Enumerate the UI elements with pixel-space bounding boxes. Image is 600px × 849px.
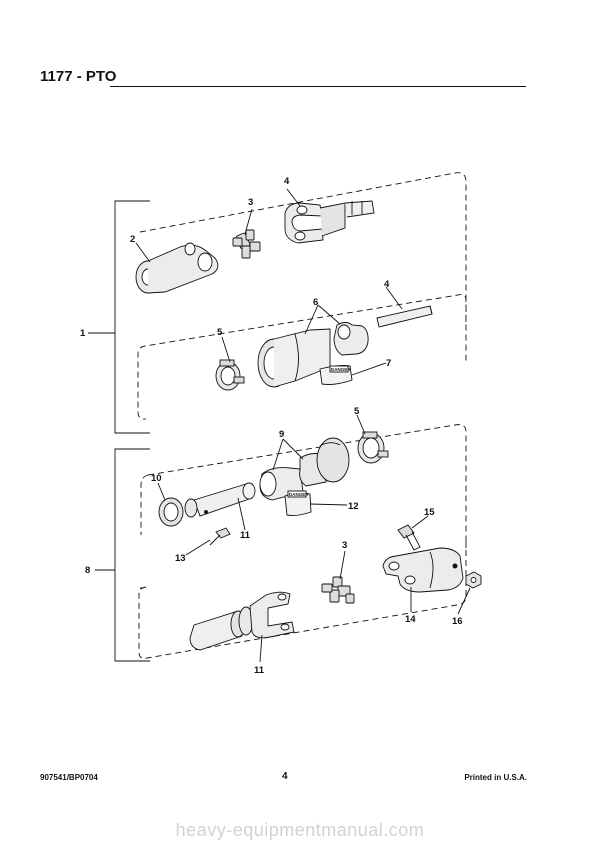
callout-4-key: 4: [384, 279, 390, 290]
part-16-nut: [465, 571, 482, 589]
footer-printed: Printed in U.S.A.: [464, 773, 527, 782]
callout-5-bottom: 5: [354, 406, 360, 417]
callout-6: 6: [313, 297, 318, 308]
part-3-cross-bottom: [321, 576, 355, 604]
callout-10: 10: [151, 473, 162, 484]
callout-7: 7: [386, 358, 391, 369]
part-7-danger-decal: [319, 364, 353, 385]
callout-1: 1: [80, 328, 86, 339]
part-3-cross-top: [232, 229, 261, 259]
part-12-danger-decal: [284, 490, 312, 517]
callout-8: 8: [85, 565, 90, 576]
callout-13: 13: [175, 553, 186, 564]
callout-12: 12: [348, 501, 359, 512]
callout-15: 15: [424, 507, 435, 518]
callout-5-top: 5: [217, 327, 223, 338]
part-10-ring: [158, 497, 184, 527]
part-14-clamp-yoke: [382, 547, 464, 593]
decal-7-text: DANGER: [331, 367, 351, 372]
callout-11-top: 11: [240, 530, 251, 541]
callout-16: 16: [452, 616, 463, 627]
callout-9: 9: [279, 429, 284, 440]
part-15-bolt: [397, 524, 421, 551]
footer-page-number: 4: [282, 771, 288, 782]
callout-2: 2: [130, 234, 135, 245]
callout-3-bottom: 3: [342, 540, 347, 551]
part-5-clamp-bottom: [357, 431, 389, 464]
part-4-yoke-shaft: [284, 200, 375, 244]
part-13-pin: [209, 527, 231, 546]
part-11-yoke-shaft: [189, 591, 295, 651]
callout-4-top: 4: [284, 176, 290, 187]
decal-12-text: DANGER: [289, 492, 309, 497]
dashed-outline-top: [137, 172, 467, 420]
part-4-key: [376, 305, 433, 328]
callout-3-top: 3: [248, 197, 253, 208]
callout-11-bottom: 11: [254, 665, 265, 676]
part-5-clamp-top: [215, 359, 245, 391]
group-8-bracket: [114, 448, 150, 662]
footer-part-number: 907541/BP0704: [40, 773, 98, 782]
page-title: 1177 - PTO: [40, 68, 117, 85]
part-2-yoke: [135, 242, 219, 294]
watermark: heavy-equipmentmanual.com: [175, 820, 425, 840]
part-11-inner-tube: [184, 482, 256, 518]
part-6-shield: [257, 322, 369, 388]
title-rule: [110, 86, 526, 87]
group-1-bracket: [114, 200, 150, 434]
callout-14: 14: [405, 614, 416, 625]
